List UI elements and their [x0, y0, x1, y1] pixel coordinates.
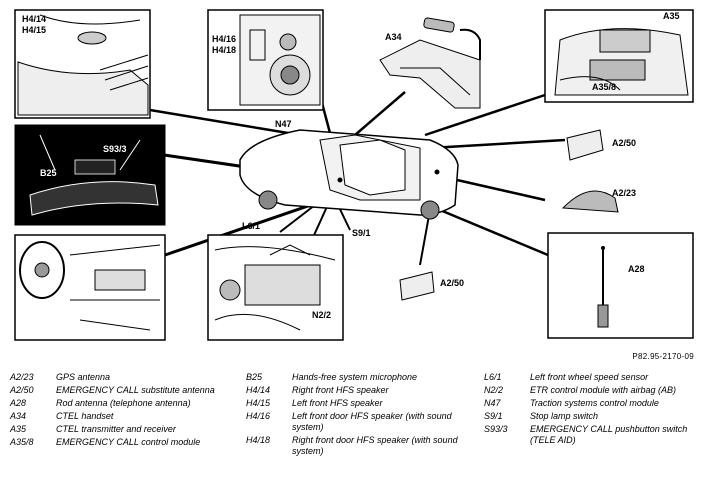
callout-l61: L6/1 [242, 221, 260, 231]
panel-dashboard-speaker [14, 9, 151, 119]
panel-handset-console [379, 17, 481, 109]
callout-h414: H4/14 [22, 14, 46, 24]
callout-s91: S9/1 [352, 228, 371, 238]
callout-a28: A28 [628, 264, 645, 274]
panel-rearview-mirror [14, 124, 166, 226]
car-outline [239, 129, 459, 220]
panel-engine-compartment [207, 234, 344, 341]
figure-id: P82.95-2170-09 [632, 352, 694, 361]
callout-n47: N47 [275, 119, 292, 129]
callout-h416: H4/16 [212, 34, 236, 44]
callout-a358: A35/8 [592, 82, 616, 92]
component-location-diagram: H4/14 H4/15 H4/16 H4/18 A34 A35 A35/8 N4… [14, 9, 694, 341]
callout-a34: A34 [385, 32, 402, 42]
panel-trunk-transmitter [544, 9, 694, 103]
module-a250-bottom [399, 271, 435, 301]
callout-n22: N2/2 [312, 310, 331, 320]
callout-a250-bottom: A2/50 [440, 278, 464, 288]
callout-h418: H4/18 [212, 45, 236, 55]
gps-antenna-shape [561, 190, 619, 213]
panel-door-speaker [207, 9, 324, 111]
panel-steering-wheel [14, 234, 166, 341]
callout-h415: H4/15 [22, 25, 46, 35]
callout-s933: S93/3 [103, 144, 127, 154]
callout-a250-top: A2/50 [612, 138, 636, 148]
callout-a35: A35 [663, 11, 680, 21]
callout-b25: B25 [40, 168, 57, 178]
module-a250-top [566, 129, 604, 161]
panel-rod-antenna [547, 232, 694, 339]
callout-a223: A2/23 [612, 188, 636, 198]
